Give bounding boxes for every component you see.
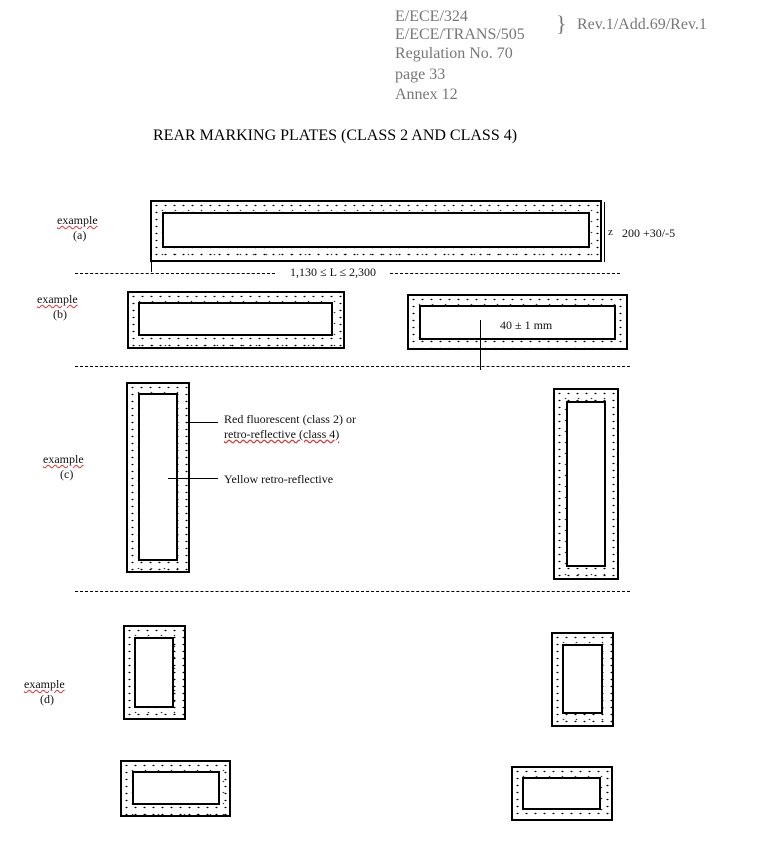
inner-label: Yellow retro-reflective xyxy=(224,472,334,486)
revision: Rev.1/Add.69/Rev.1 xyxy=(577,16,707,33)
leader-line xyxy=(168,478,218,479)
example-id: (c) xyxy=(60,467,74,481)
length-tick xyxy=(151,262,152,272)
plate-d-1 xyxy=(123,625,186,720)
outer-label: retro-reflective (class 4) xyxy=(224,427,340,441)
outer-label: Red fluorescent (class 2) or xyxy=(224,412,356,426)
border-dimension: 40 ± 1 mm xyxy=(500,318,553,332)
example-id: (a) xyxy=(73,228,87,242)
header-line: Annex 12 xyxy=(395,86,458,103)
header-line: E/ECE/TRANS/505 xyxy=(395,26,525,43)
leader-line xyxy=(186,422,218,423)
plate-c-left xyxy=(126,382,190,573)
border-dimension-line xyxy=(480,320,481,370)
separator xyxy=(75,273,275,274)
brace: } xyxy=(556,11,567,36)
separator xyxy=(75,366,630,367)
plate-c-right xyxy=(553,388,619,580)
plate-d-4 xyxy=(511,766,613,821)
plate-d-2 xyxy=(551,632,614,727)
length-dimension: 1,130 ≤ L ≤ 2,300 xyxy=(290,265,377,279)
plate-a xyxy=(150,200,602,262)
separator xyxy=(75,591,630,592)
example-id: (b) xyxy=(53,307,67,321)
separator xyxy=(390,273,620,274)
example-label: example xyxy=(43,452,84,466)
header-line: page 33 xyxy=(395,66,446,83)
example-label: example xyxy=(37,292,78,306)
height-dimension: 200 +30/-5 xyxy=(622,226,676,240)
plate-b-right xyxy=(407,294,628,350)
plate-d-3 xyxy=(120,760,231,817)
plate-b-left xyxy=(127,291,345,349)
header-line: E/ECE/324 xyxy=(395,8,468,25)
example-id: (d) xyxy=(40,692,54,706)
height-dimension-line xyxy=(604,202,605,262)
example-label: example xyxy=(24,677,65,691)
page-title: REAR MARKING PLATES (CLASS 2 AND CLASS 4… xyxy=(153,127,518,144)
height-symbol: z xyxy=(608,226,613,238)
header-line: Regulation No. 70 xyxy=(395,45,513,62)
example-label: example xyxy=(57,213,98,227)
